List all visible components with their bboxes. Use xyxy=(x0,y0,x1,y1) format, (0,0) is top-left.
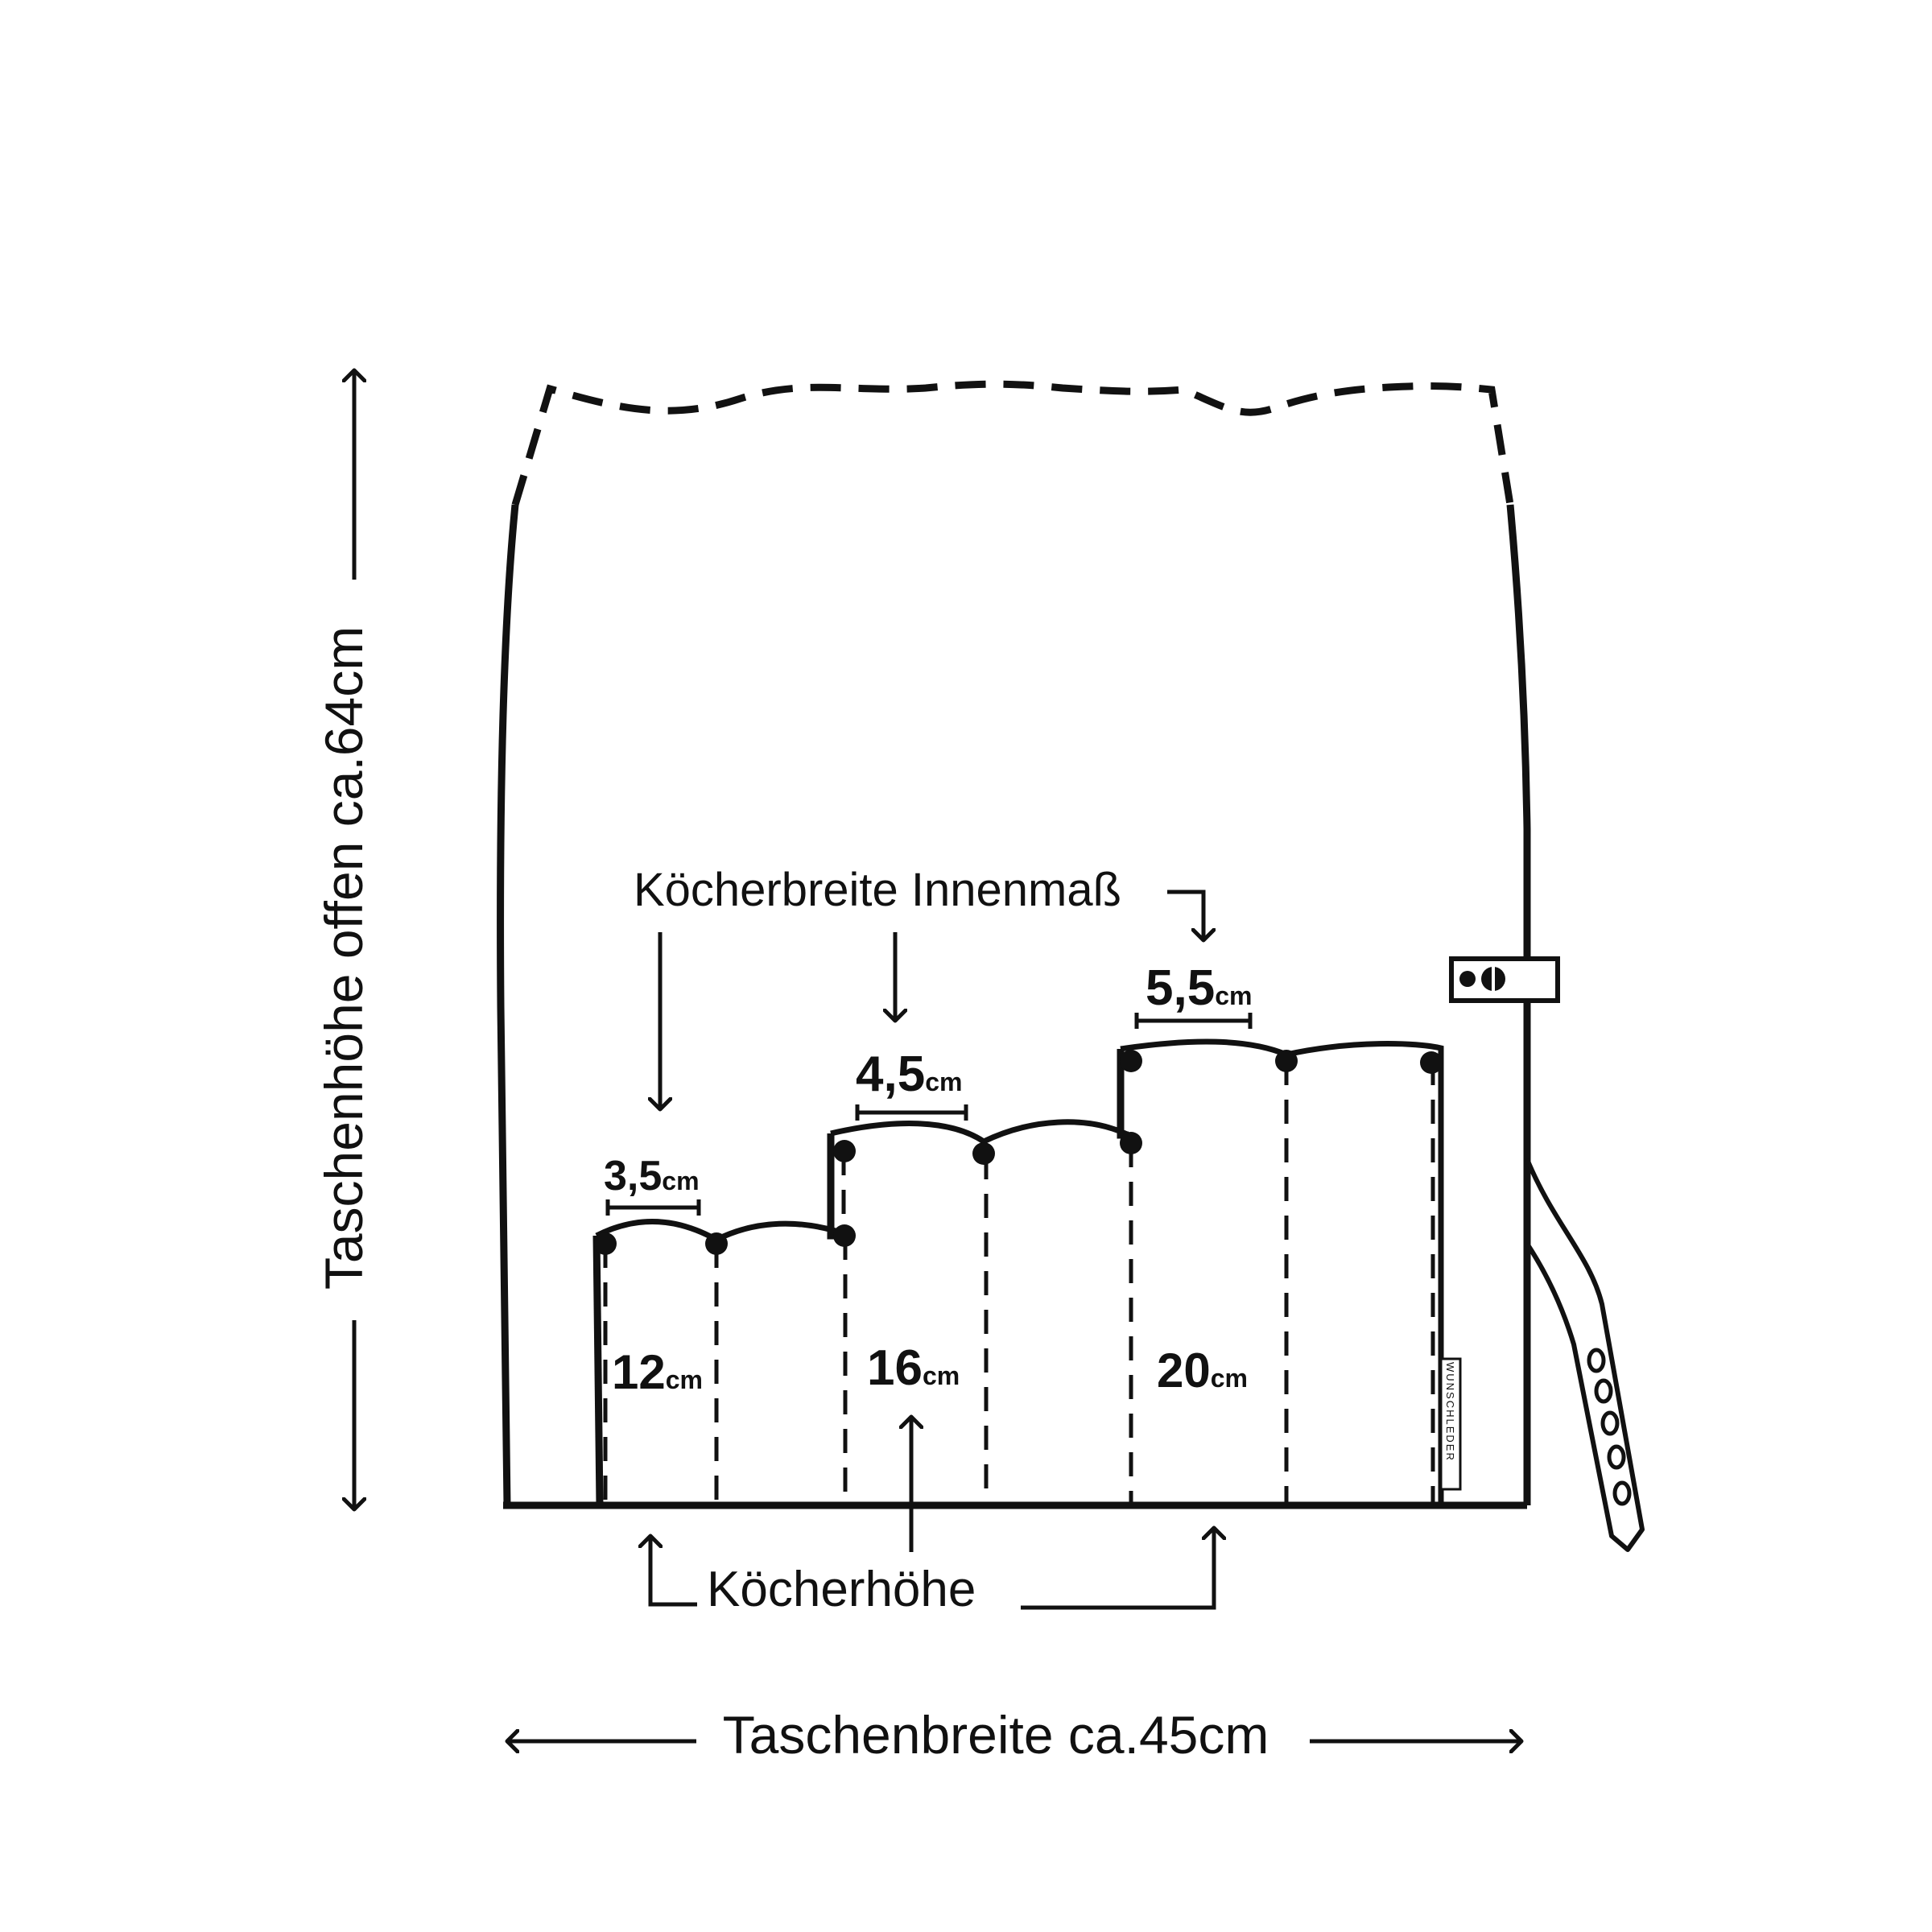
quiver-3-height-unit: cm xyxy=(1211,1364,1248,1393)
quiver-1-left-edge xyxy=(592,1235,604,1506)
quiver-1-rivet xyxy=(594,1232,617,1255)
strap xyxy=(1525,1158,1645,1552)
bag-open-top-dashed xyxy=(511,380,1514,506)
quiver-2-top-edge xyxy=(830,1119,1130,1146)
bag-left-side xyxy=(497,504,519,1506)
quiver-2-rivet xyxy=(833,1224,856,1247)
quiver-2-rivet xyxy=(833,1140,856,1162)
quiver-height-arrow-right xyxy=(1021,1528,1214,1610)
quiver-width-arrow-3 xyxy=(1167,890,1203,940)
quiver-1-height-value: 12 xyxy=(612,1345,666,1399)
width-label: Taschenbreite ca.45cm xyxy=(723,1705,1269,1765)
quiver-1-rivet xyxy=(705,1232,728,1255)
quiver-1-height: 12cm xyxy=(612,1345,703,1399)
strap-outline xyxy=(1525,1158,1645,1552)
height-dimension: Taschenhöhe offen ca.64cm xyxy=(314,370,374,1509)
bag-right-side xyxy=(1506,504,1531,1505)
width-dimension: Taschenbreite ca.45cm xyxy=(507,1705,1521,1765)
quiver-2 xyxy=(827,1119,1130,1505)
quiver-3-rivet xyxy=(1275,1050,1298,1072)
quiver-2-rivet xyxy=(972,1142,995,1165)
quiver-2-height: 16cm xyxy=(867,1340,960,1396)
quiver-height-annotation: Köcherhöhe xyxy=(650,1417,1214,1617)
quiver-1 xyxy=(592,1219,847,1506)
strap-hole xyxy=(1607,1444,1626,1470)
quiver-height-label: Köcherhöhe xyxy=(707,1562,976,1617)
quiver-1-height-unit: cm xyxy=(666,1365,703,1394)
quiver-3-width-value: 5,5 xyxy=(1146,960,1215,1016)
brand-tag-frame xyxy=(1439,1357,1462,1491)
brand-tag: WUNSCHLEDER xyxy=(1439,1357,1462,1491)
svg-text:3,5cm: 3,5cm xyxy=(604,1153,700,1199)
brand-tag-text: WUNSCHLEDER xyxy=(1444,1362,1456,1462)
buckle xyxy=(1449,956,1560,1003)
quiver-1-width-unit: cm xyxy=(662,1166,699,1195)
quiver-2-height-value: 16 xyxy=(867,1340,923,1396)
svg-text:4,5cm: 4,5cm xyxy=(856,1046,962,1102)
quiver-2-width-value: 4,5 xyxy=(856,1046,925,1102)
quiver-3-top-edge xyxy=(1120,1038,1444,1505)
quiver-3 xyxy=(1117,1038,1444,1505)
strap-hole xyxy=(1587,1348,1606,1373)
svg-text:5,5cm: 5,5cm xyxy=(1146,960,1252,1016)
quiver-3-rivet xyxy=(1120,1050,1142,1072)
quiver-3-width-measure: 5,5cm xyxy=(1134,960,1253,1029)
quiver-2-width-unit: cm xyxy=(925,1067,962,1096)
height-open-label: Taschenhöhe offen ca.64cm xyxy=(314,626,374,1290)
buckle-rivet xyxy=(1459,971,1476,987)
quiver-height-arrow-left xyxy=(650,1536,697,1607)
quiver-2-height-unit: cm xyxy=(923,1361,960,1390)
quiver-2-width-measure: 4,5cm xyxy=(855,1046,968,1121)
quiver-3-height-value: 20 xyxy=(1157,1344,1211,1397)
strap-hole xyxy=(1594,1378,1613,1404)
quiver-width-inner-label: Köcherbreite Innenmaß xyxy=(634,864,1121,916)
bag-outline xyxy=(497,380,1531,1509)
quiver-3-height: 20cm xyxy=(1157,1344,1248,1397)
quiver-1-width-measure: 3,5cm xyxy=(604,1153,701,1216)
strap-hole xyxy=(1600,1410,1620,1436)
quiver-3-rivet xyxy=(1420,1051,1443,1074)
quiver-width-annotation: Köcherbreite Innenmaß xyxy=(634,864,1203,1109)
quiver-3-width-unit: cm xyxy=(1215,981,1252,1010)
strap-hole xyxy=(1612,1480,1632,1506)
quiver-1-width-value: 3,5 xyxy=(604,1153,662,1199)
quiver-3-rivet xyxy=(1120,1132,1142,1154)
